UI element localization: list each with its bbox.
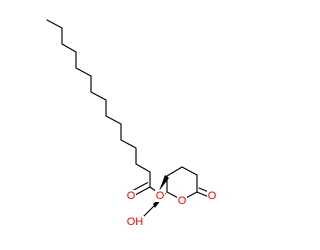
ring-oxygen-label: O [178, 195, 187, 207]
chemical-structure: O O O O OH [46, 19, 217, 228]
hydroxyl-label: OH [127, 216, 144, 228]
carbonyl-oxygen-label: O [127, 190, 136, 202]
lactone-carbonyl-oxygen-label: O [208, 190, 217, 202]
alkyl-chain [46, 19, 151, 188]
acyl-carbonyl-bond-2 [132, 182, 149, 192]
acyl-carbonyl-bond-1 [134, 186, 151, 196]
ester-oxygen-label: O [156, 190, 165, 202]
